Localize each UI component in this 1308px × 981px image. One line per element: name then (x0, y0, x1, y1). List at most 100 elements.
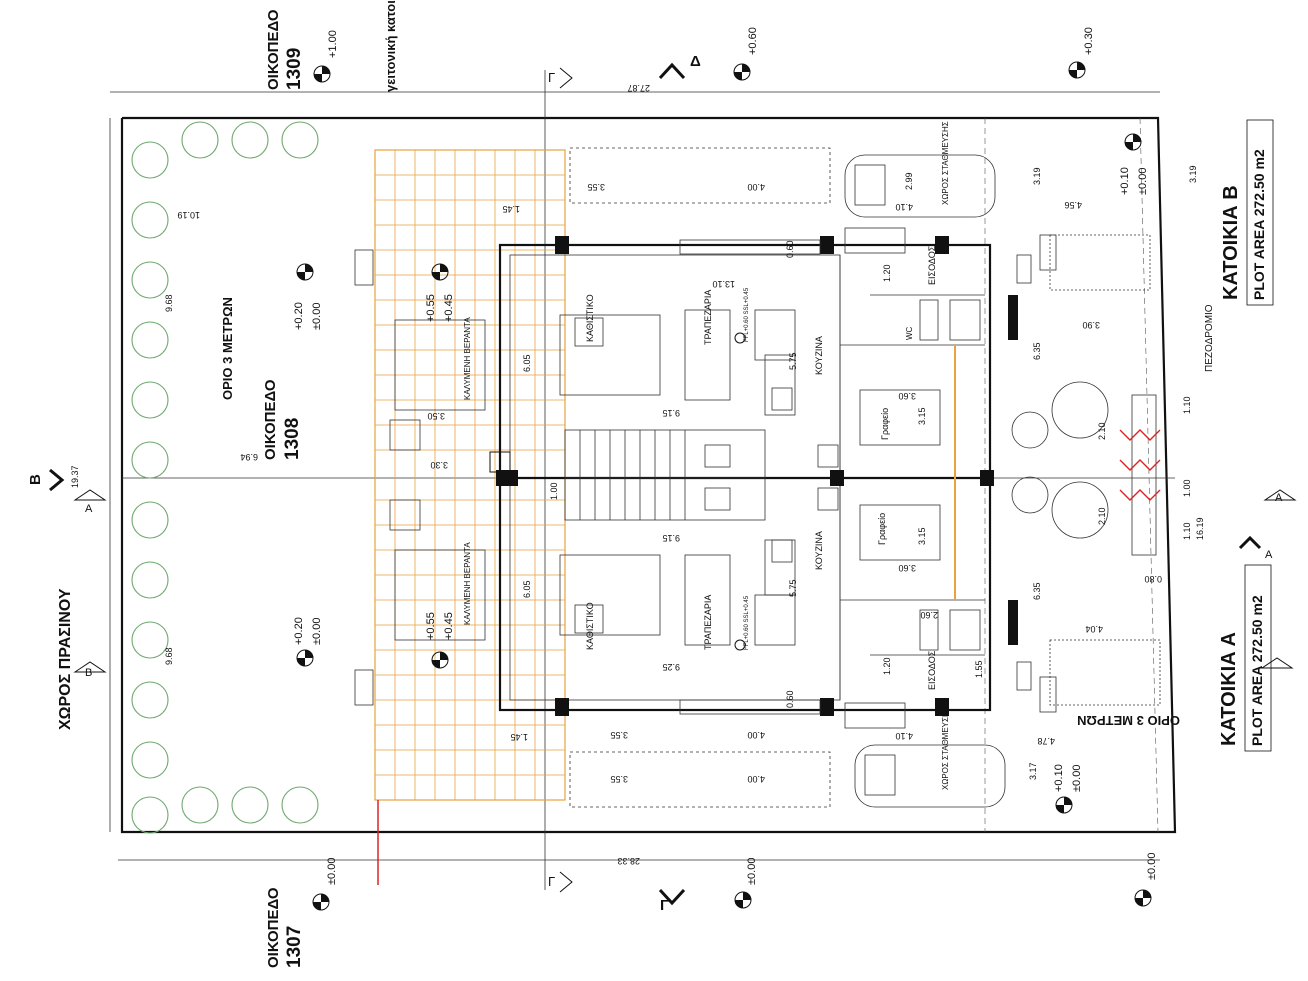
dim-4-10-b: 4.10 (895, 731, 913, 741)
dim-1-10-a: 1.10 (1182, 396, 1192, 414)
dim-1-55: 1.55 (974, 660, 984, 678)
level-top-3: +0.30 (1083, 27, 1095, 55)
dim-19-37: 19.37 (70, 465, 80, 488)
setback-top-label: ΟΡΙΟ 3 ΜΕΤΡΩΝ (220, 297, 235, 400)
parking-areas (569, 147, 1006, 808)
section-a-left: A (85, 503, 93, 515)
house-b-title: ΚΑΤΟΙΚΙΑ Β (1220, 185, 1242, 300)
level-veranda-top-1: +0.55 (425, 294, 437, 322)
dim-9-68-b: 9.68 (164, 647, 174, 665)
level-right-bottom-1: +0.10 (1053, 764, 1065, 792)
dim-3-15-a: 3.15 (917, 407, 927, 425)
level-bottom-1: ±0.00 (326, 858, 338, 885)
dim-2-60: 2.60 (920, 610, 938, 620)
parking-bottom: ΧΩΡΟΣ ΣΤΑΘΜΕΥΣΗΣ (941, 706, 950, 790)
dim-4-04: 4.04 (1085, 624, 1103, 634)
dim-13-10: 13.10 (712, 279, 735, 289)
dim-9-68-a: 9.68 (164, 294, 174, 312)
dim-1-20-b: 1.20 (882, 657, 892, 675)
green-space-label: ΧΩΡΟΣ ΠΡΑΣΙΝΟΥ (57, 588, 74, 730)
dim-3-55-a: 3.55 (587, 182, 605, 192)
sidewalk-label: ΠΕΖΟΔΡΟΜΙΟ (1204, 304, 1215, 372)
dim-6-94: 6.94 (240, 452, 258, 462)
dim-1-10-b: 1.10 (1182, 522, 1192, 540)
dim-5-75-a: 5.75 (788, 352, 798, 370)
parking-top: ΧΩΡΟΣ ΣΤΑΘΜΕΥΣΗΣ (941, 121, 950, 205)
dim-6-35-a: 6.35 (1032, 342, 1042, 360)
plot-1307-label: ΟΙΚΟΠΕΔΟ (265, 887, 282, 968)
level-bottom-2: ±0.00 (746, 858, 758, 885)
plot-1308-number: 1308 (282, 418, 303, 460)
dim-4-00-a: 4.00 (747, 182, 765, 192)
dim-6-05-a: 6.05 (522, 354, 532, 372)
dim-27-87: 27.87 (627, 83, 650, 93)
office-bottom: Γραφείο (877, 513, 887, 545)
dim-1-20-a: 1.20 (882, 264, 892, 282)
level-veranda-top-2: +0.45 (443, 294, 455, 322)
section-g-top: Γ (548, 70, 555, 85)
kitchen-bottom: ΚΟΥΖΙΝΑ (814, 531, 824, 570)
dim-4-10-a: 4.10 (895, 202, 913, 212)
dim-9-15-b: 9.15 (662, 533, 680, 543)
dim-6-05-b: 6.05 (522, 580, 532, 598)
dim-2-10-a: 2.10 (1097, 422, 1107, 440)
dim-9-15-a: 9.15 (662, 408, 680, 418)
dim-2-99: 2.99 (904, 172, 914, 190)
plot-1307-number: 1307 (284, 926, 305, 968)
level-right-bottom-2: ±0.00 (1071, 765, 1083, 792)
house-b-area: PLOT AREA 272.50 m2 (1251, 149, 1267, 300)
staircase (564, 429, 839, 521)
section-a-right-2: A (1265, 549, 1273, 561)
dim-0-80: 0.80 (1144, 574, 1162, 584)
dim-0-60-b: 0.60 (785, 690, 795, 708)
dim-3-17: 3.17 (1028, 762, 1038, 780)
level-garden-top-2: ±0.00 (311, 303, 323, 330)
level-right-top-1: +0.10 (1119, 167, 1131, 195)
house-a-area-box (1244, 564, 1272, 752)
veranda-bottom: ΚΑΛΥΜΕΝΗ ΒΕΡΑΝΤΑ (463, 542, 472, 625)
tree-row-left (131, 121, 319, 834)
section-markers (49, 62, 1297, 906)
house-b-area-box (1246, 119, 1274, 306)
dim-3-60-b: 3.60 (898, 563, 916, 573)
dim-1-00-b: 1.00 (549, 482, 559, 500)
house-walls (489, 236, 1018, 716)
section-d-top: Δ (690, 53, 701, 70)
dim-3-90: 3.90 (1082, 320, 1100, 330)
dim-1-45-a: 1.45 (502, 204, 520, 214)
dim-2-10-b: 2.10 (1097, 507, 1107, 525)
section-a-right: A (1275, 492, 1283, 504)
dim-16-19: 16.19 (1195, 517, 1205, 540)
veranda-top: ΚΑΛΥΜΕΝΗ ΒΕΡΑΝΤΑ (463, 317, 472, 400)
dim-3-19-b: 3.19 (1188, 165, 1198, 183)
house-a-area: PLOT AREA 272.50 m2 (1249, 595, 1265, 746)
section-b-left-big: B (27, 474, 44, 485)
furniture (354, 227, 1161, 729)
level-bottom-3: ±0.00 (1146, 853, 1158, 880)
dim-3-30: 3.30 (430, 460, 448, 470)
dim-3-60-a: 3.60 (898, 391, 916, 401)
plot-1309-number: 1309 (284, 48, 305, 90)
dim-9-25: 9.25 (662, 662, 680, 672)
section-g-bottom: Γ (548, 874, 555, 889)
section-g-bottom-2: Γ (660, 897, 669, 914)
dim-3-19-a: 3.19 (1032, 167, 1042, 185)
office-top: Γραφείο (880, 408, 890, 440)
entrance-top: ΕΙΣΟΔΟΣ (927, 245, 937, 285)
house-a-title: ΚΑΤΟΙΚΙΑ Α (1218, 632, 1240, 746)
dim-3-55-b: 3.55 (610, 730, 628, 740)
level-markers (296, 61, 1152, 911)
living-room-top: ΚΑΘΙΣΤΙΚΟ (585, 294, 595, 342)
street-trees (1011, 381, 1109, 539)
ffl-note-bottom: FFL+0.60 SSL+0.45 (744, 595, 750, 650)
dim-4-00-c: 4.00 (747, 774, 765, 784)
dim-3-55-c: 3.55 (610, 774, 628, 784)
section-b-left: B (85, 667, 92, 679)
dim-5-75-b: 5.75 (788, 579, 798, 597)
dim-1-00-a: 1.00 (1182, 479, 1192, 497)
dim-6-35-b: 6.35 (1032, 582, 1042, 600)
veranda-grid (374, 149, 566, 885)
dim-4-78: 4.78 (1037, 736, 1055, 746)
dim-0-60-a: 0.60 (785, 240, 795, 258)
